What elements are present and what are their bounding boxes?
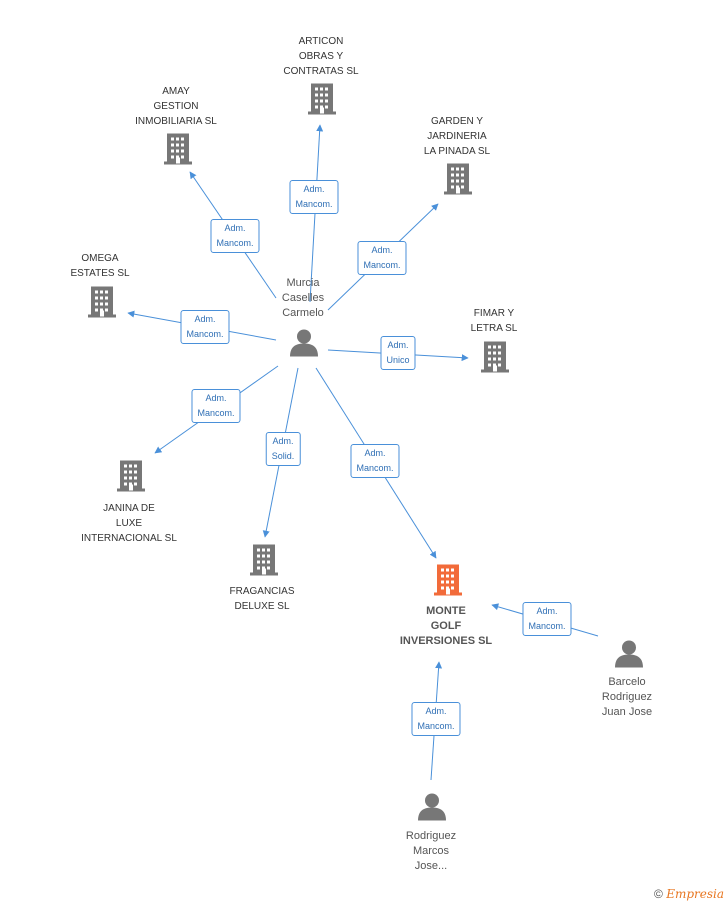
company-name-amay[interactable]: AMAY GESTION INMOBILIARIA SL	[135, 86, 217, 127]
building-icon-garden[interactable]	[442, 162, 474, 201]
company-name-omega[interactable]: OMEGA ESTATES SL	[70, 253, 130, 279]
building-icon-fragancias[interactable]	[248, 543, 280, 582]
person-icon-barcelo[interactable]	[614, 640, 644, 673]
relation-badge-monte[interactable]: Adm. Mancom.	[522, 602, 572, 636]
copyright-symbol: ©	[654, 887, 663, 901]
relation-badge-articon[interactable]: Adm. Mancom.	[289, 180, 339, 214]
person-icon-rodriguez[interactable]	[417, 793, 447, 826]
person-icon-center[interactable]	[289, 329, 319, 362]
relation-badge-janina[interactable]: Adm. Mancom.	[191, 389, 241, 423]
company-name-monte[interactable]: MONTE GOLF INVERSIONES SL	[399, 605, 493, 647]
relation-badge-monte[interactable]: Adm. Mancom.	[350, 444, 400, 478]
company-name-garden[interactable]: GARDEN Y JARDINERIA LA PINADA SL	[423, 116, 491, 157]
relation-badge-monte[interactable]: Adm. Mancom.	[411, 702, 461, 736]
company-name-janina[interactable]: JANINA DE LUXE INTERNACIONAL SL	[81, 503, 177, 544]
relation-badge-amay[interactable]: Adm. Mancom.	[210, 219, 260, 253]
empresia-logo: Empresia	[666, 887, 724, 901]
building-icon-janina[interactable]	[115, 459, 147, 498]
building-icon-fimar[interactable]	[479, 340, 511, 379]
footer-brand[interactable]: © Empresia	[654, 887, 724, 901]
company-name-fimar[interactable]: FIMAR Y LETRA SL	[470, 308, 518, 334]
building-icon-articon[interactable]	[306, 82, 338, 121]
person-name-center[interactable]: Murcia Caselles Carmelo	[281, 277, 325, 319]
relation-badge-fimar[interactable]: Adm. Unico	[380, 336, 416, 370]
relation-badge-omega[interactable]: Adm. Mancom.	[180, 310, 230, 344]
building-icon-omega[interactable]	[86, 285, 118, 324]
person-name-barcelo[interactable]: Barcelo Rodriguez Juan Jose	[601, 676, 653, 718]
building-icon-amay[interactable]	[162, 132, 194, 171]
company-name-articon[interactable]: ARTICON OBRAS Y CONTRATAS SL	[283, 36, 359, 77]
relation-badge-fragancias[interactable]: Adm. Solid.	[265, 432, 301, 466]
person-name-rodriguez[interactable]: Rodriguez Marcos Jose...	[405, 830, 457, 872]
building-icon-monte[interactable]	[432, 563, 464, 602]
relation-badge-garden[interactable]: Adm. Mancom.	[357, 241, 407, 275]
company-name-fragancias[interactable]: FRAGANCIAS DELUXE SL	[229, 586, 295, 612]
